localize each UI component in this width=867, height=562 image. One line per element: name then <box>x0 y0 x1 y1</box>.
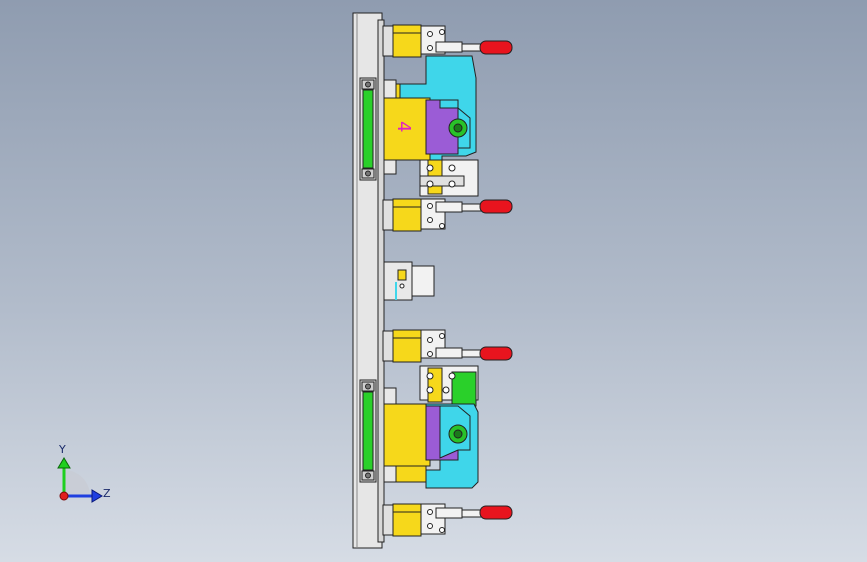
toggle-clamp-3[interactable] <box>382 329 513 363</box>
toggle-clamp-4[interactable] <box>382 503 513 537</box>
station-label: 4 <box>393 121 414 132</box>
clamp-handle-2[interactable] <box>479 199 513 214</box>
axis-z-label: Z <box>103 487 111 500</box>
clamp-handle-4[interactable] <box>479 505 513 520</box>
center-locator-block[interactable] <box>383 261 435 301</box>
toggle-clamp-2[interactable] <box>382 198 513 232</box>
clamp-handle-3[interactable] <box>479 346 513 361</box>
toggle-clamp-1[interactable] <box>382 24 513 58</box>
coordinate-triad <box>57 457 103 503</box>
axis-y-label: Y <box>59 443 66 456</box>
green-rail-lower[interactable] <box>359 379 377 483</box>
green-rail-upper[interactable] <box>359 77 377 181</box>
x-axis-dot <box>59 491 69 501</box>
clamp-handle-1[interactable] <box>479 40 513 55</box>
locating-station-lower[interactable] <box>383 365 479 489</box>
locating-station-upper[interactable]: 4 <box>383 55 479 197</box>
